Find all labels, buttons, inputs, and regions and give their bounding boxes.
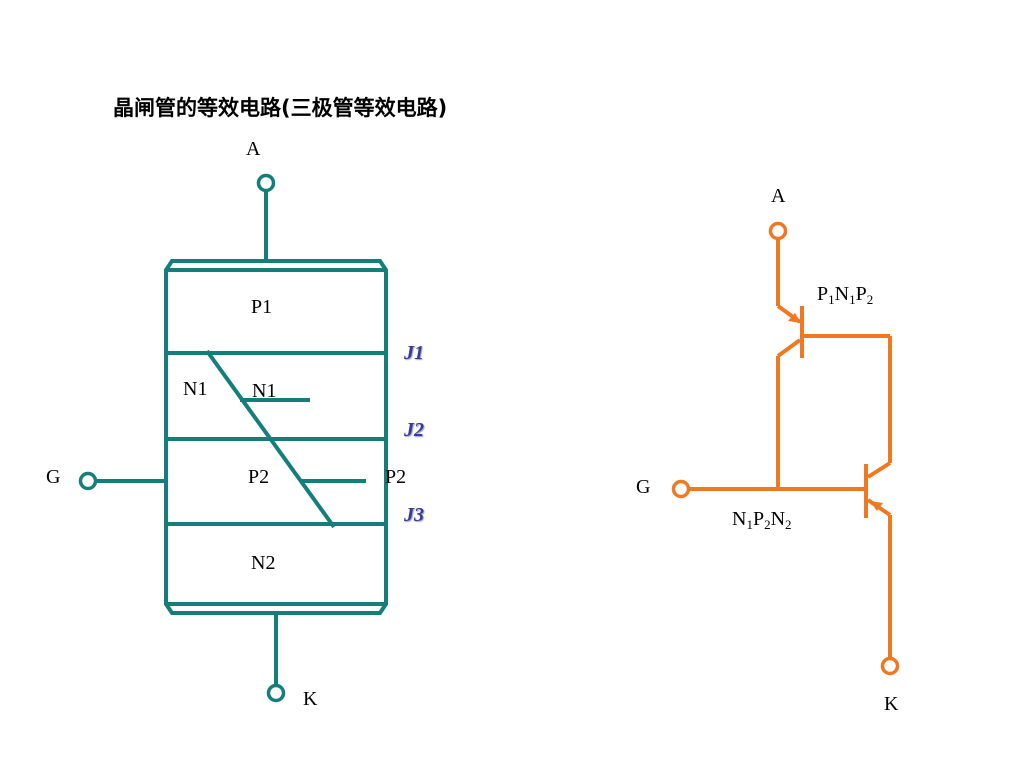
gate-terminal-right xyxy=(671,479,691,499)
cathode-terminal xyxy=(266,683,286,703)
anode-terminal xyxy=(256,173,276,193)
pnp-transistor-label: P1N1P2 xyxy=(817,283,874,307)
junction-j2-label: J2 xyxy=(404,419,424,441)
junction-j3-label: J3 xyxy=(404,504,424,526)
pnp-collector xyxy=(776,338,802,358)
right-cathode-label: K xyxy=(884,693,899,715)
left-gate-label: G xyxy=(46,466,61,488)
anode-terminal-right xyxy=(768,221,788,241)
gate-terminal xyxy=(78,471,98,491)
npn-emitter-arrow xyxy=(870,501,883,511)
left-anode-label: A xyxy=(246,138,261,160)
layer-p2-inner-label: P2 xyxy=(248,466,270,488)
npn-transistor-label: N1P2N2 xyxy=(732,508,792,532)
junction-j1-label: J1 xyxy=(404,342,424,364)
page-title: 晶闸管的等效电路(三极管等效电路) xyxy=(113,96,448,120)
layer-p1-label: P1 xyxy=(251,296,273,318)
split-diagonal xyxy=(205,349,336,529)
pnp-emitter-arrow xyxy=(788,313,801,323)
right-anode-label: A xyxy=(771,185,786,207)
npn-collector xyxy=(866,461,892,479)
layer-p2-outer-label: P2 xyxy=(385,466,407,488)
layer-n2-label: N2 xyxy=(251,552,276,574)
left-cathode-label: K xyxy=(303,688,318,710)
cathode-terminal-right xyxy=(880,656,900,676)
layer-n1-inner-label: N1 xyxy=(252,380,277,402)
layer-n1-outer-label: N1 xyxy=(183,378,208,400)
right-gate-label: G xyxy=(636,476,651,498)
